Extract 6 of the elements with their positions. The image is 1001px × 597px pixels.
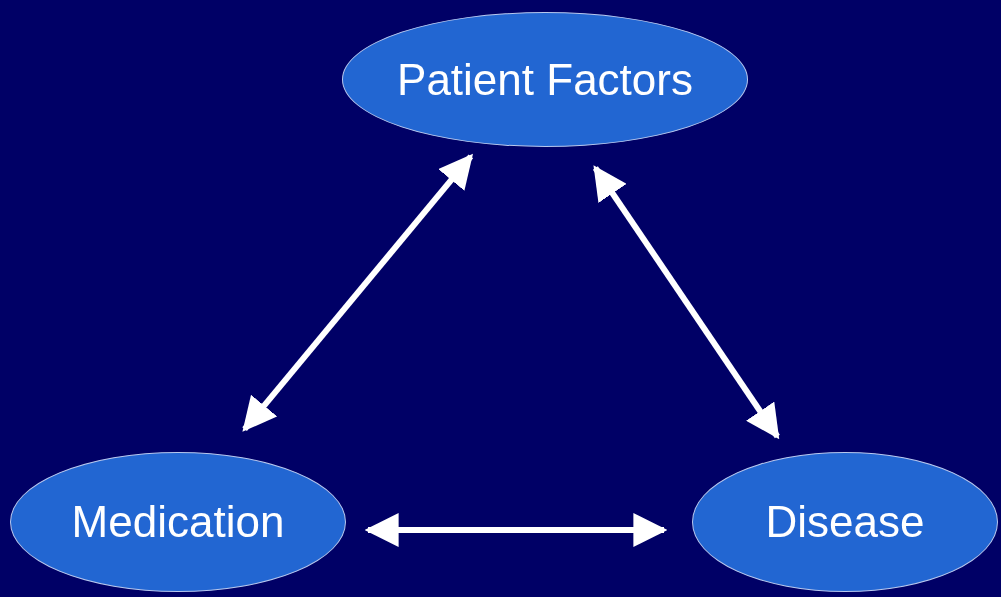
node-label: Medication <box>71 497 285 547</box>
double-arrow <box>242 153 474 432</box>
node-label: Disease <box>765 497 925 547</box>
double-arrow <box>364 513 668 547</box>
double-arrow <box>592 165 780 440</box>
node-label: Patient Factors <box>397 54 693 105</box>
